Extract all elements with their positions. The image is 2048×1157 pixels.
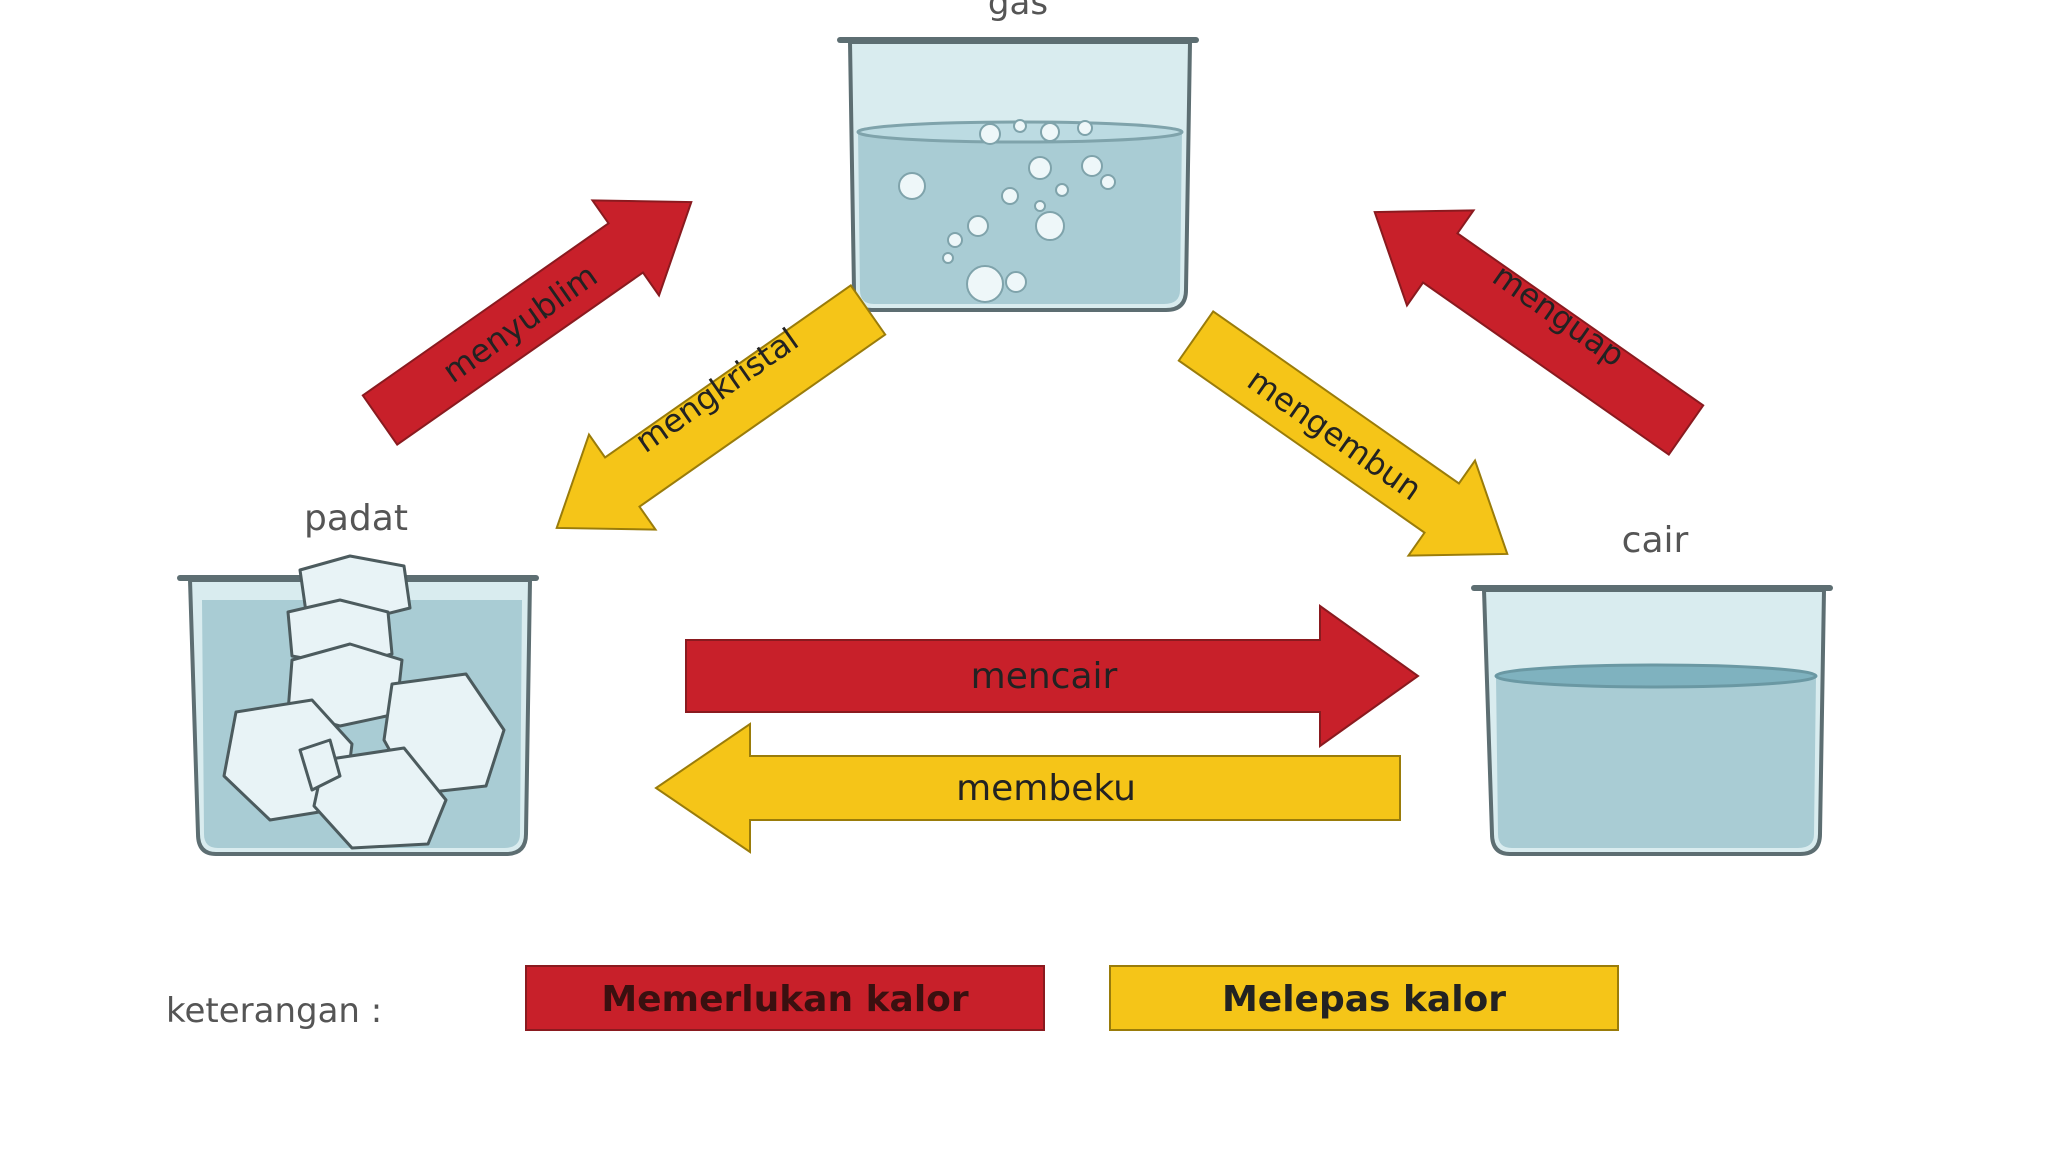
label-melting: mencair <box>971 656 1118 697</box>
state-label-solid: padat <box>304 498 408 539</box>
state-label-gas: gas <box>988 0 1048 23</box>
legend-absorb-text: Memerlukan kalor <box>601 979 969 1020</box>
label-freezing: membeku <box>956 768 1136 809</box>
arrow-melting: mencair <box>685 604 1420 748</box>
ice-cubes <box>222 554 506 850</box>
beaker-gas <box>837 37 1199 312</box>
label-sublimation: menyublim <box>435 256 604 390</box>
legend-release-text: Melepas kalor <box>1222 979 1506 1020</box>
arrow-freezing: membeku <box>654 722 1401 854</box>
label-condensation: mengembun <box>1241 360 1429 508</box>
beaker-solid <box>177 554 539 856</box>
state-label-liquid: cair <box>1622 520 1689 561</box>
legend-label: keterangan : <box>166 991 382 1031</box>
legend-swatch-release <box>1109 965 1619 1031</box>
arrow-condensation: mengembun <box>1177 310 1509 557</box>
gas-bubbles <box>898 119 1116 303</box>
beaker-liquid <box>1471 585 1833 856</box>
arrow-evaporation: menguap <box>1373 209 1705 456</box>
legend-swatch-absorb <box>525 965 1045 1031</box>
legend: keterangan : Memerlukan kalor Melepas ka… <box>166 965 1619 1031</box>
